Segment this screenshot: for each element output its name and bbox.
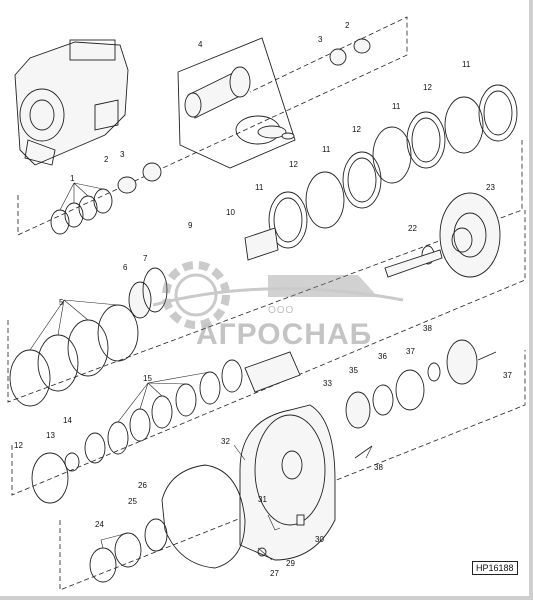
separator-plate	[395, 369, 425, 411]
callout-12: 12	[352, 125, 361, 134]
callout-28: 29	[286, 559, 295, 568]
seal-ring	[372, 384, 394, 416]
friction-plates	[9, 304, 139, 407]
seal	[427, 362, 441, 382]
clutch-disc-pack	[268, 84, 518, 249]
callout-1: 1	[70, 174, 75, 183]
callout-12: 12	[289, 160, 298, 169]
callout-31: 32	[221, 437, 230, 446]
input-shaft	[384, 249, 443, 278]
assembly-boundary-top	[17, 16, 408, 236]
callout-32: 33	[323, 379, 332, 388]
callout-11: 11	[322, 145, 331, 154]
clutch-shaft	[244, 227, 279, 261]
callout-37: 37	[503, 371, 512, 380]
bearing	[345, 391, 371, 429]
seal-ring	[84, 432, 106, 464]
callout-4: 4	[198, 40, 203, 49]
transmission-housing	[14, 39, 129, 166]
gasket	[161, 464, 246, 569]
callout-9: 9	[188, 221, 193, 230]
callout-7: 7	[143, 254, 148, 263]
callout-30: 31	[258, 495, 267, 504]
callout-6: 6	[123, 263, 128, 272]
bearing-cone	[329, 48, 347, 66]
callout-23: 23	[486, 183, 495, 192]
callout-38: 38	[374, 463, 383, 472]
callout-3: 3	[318, 35, 323, 44]
assembly-boundary-lower	[11, 210, 526, 496]
leader-lines	[29, 182, 373, 549]
callout-12: 12	[423, 83, 432, 92]
callout-35: 37	[406, 347, 415, 356]
callout-5: 5	[59, 298, 64, 307]
callout-26: 26	[138, 481, 147, 490]
callout-36: 38	[423, 324, 432, 333]
callout-11: 11	[462, 60, 471, 69]
callout-29: 30	[315, 535, 324, 544]
callout-33: 35	[349, 366, 358, 375]
callout-13: 13	[46, 431, 55, 440]
gear	[142, 267, 168, 313]
check-ball	[257, 547, 267, 557]
figure-code-label: HP16188	[472, 561, 518, 575]
bearing-cup	[117, 176, 137, 194]
bevel-pinion-assembly	[177, 37, 296, 169]
bearing	[128, 281, 152, 319]
callout-22: 22	[408, 224, 417, 233]
callout-12: 12	[14, 441, 23, 450]
callout-15: 15	[143, 374, 152, 383]
bearing-cup	[353, 38, 371, 54]
callout-2: 2	[345, 21, 350, 30]
spring	[257, 547, 273, 561]
callout-11: 11	[255, 183, 264, 192]
bolt	[477, 351, 497, 361]
callout-3: 3	[120, 150, 125, 159]
pin	[267, 514, 281, 531]
bearing-housing	[446, 339, 478, 385]
bolt	[354, 445, 373, 459]
callout-2: 2	[104, 155, 109, 164]
snap-ring	[64, 452, 80, 472]
seal-ring	[144, 518, 168, 552]
bearing-cone	[142, 162, 162, 182]
separator-plate	[31, 452, 69, 504]
clutch-cover	[239, 404, 336, 561]
callout-25: 25	[128, 497, 137, 506]
callout-11: 11	[392, 102, 401, 111]
callout-14: 14	[63, 416, 72, 425]
callout-10: 10	[226, 208, 235, 217]
callout-34: 36	[378, 352, 387, 361]
callout-24: 24	[95, 520, 104, 529]
clutch-piston	[244, 351, 301, 393]
assembly-boundary-middle	[7, 140, 523, 403]
clutch-drum	[439, 192, 501, 278]
callout-27: 27	[270, 569, 279, 578]
